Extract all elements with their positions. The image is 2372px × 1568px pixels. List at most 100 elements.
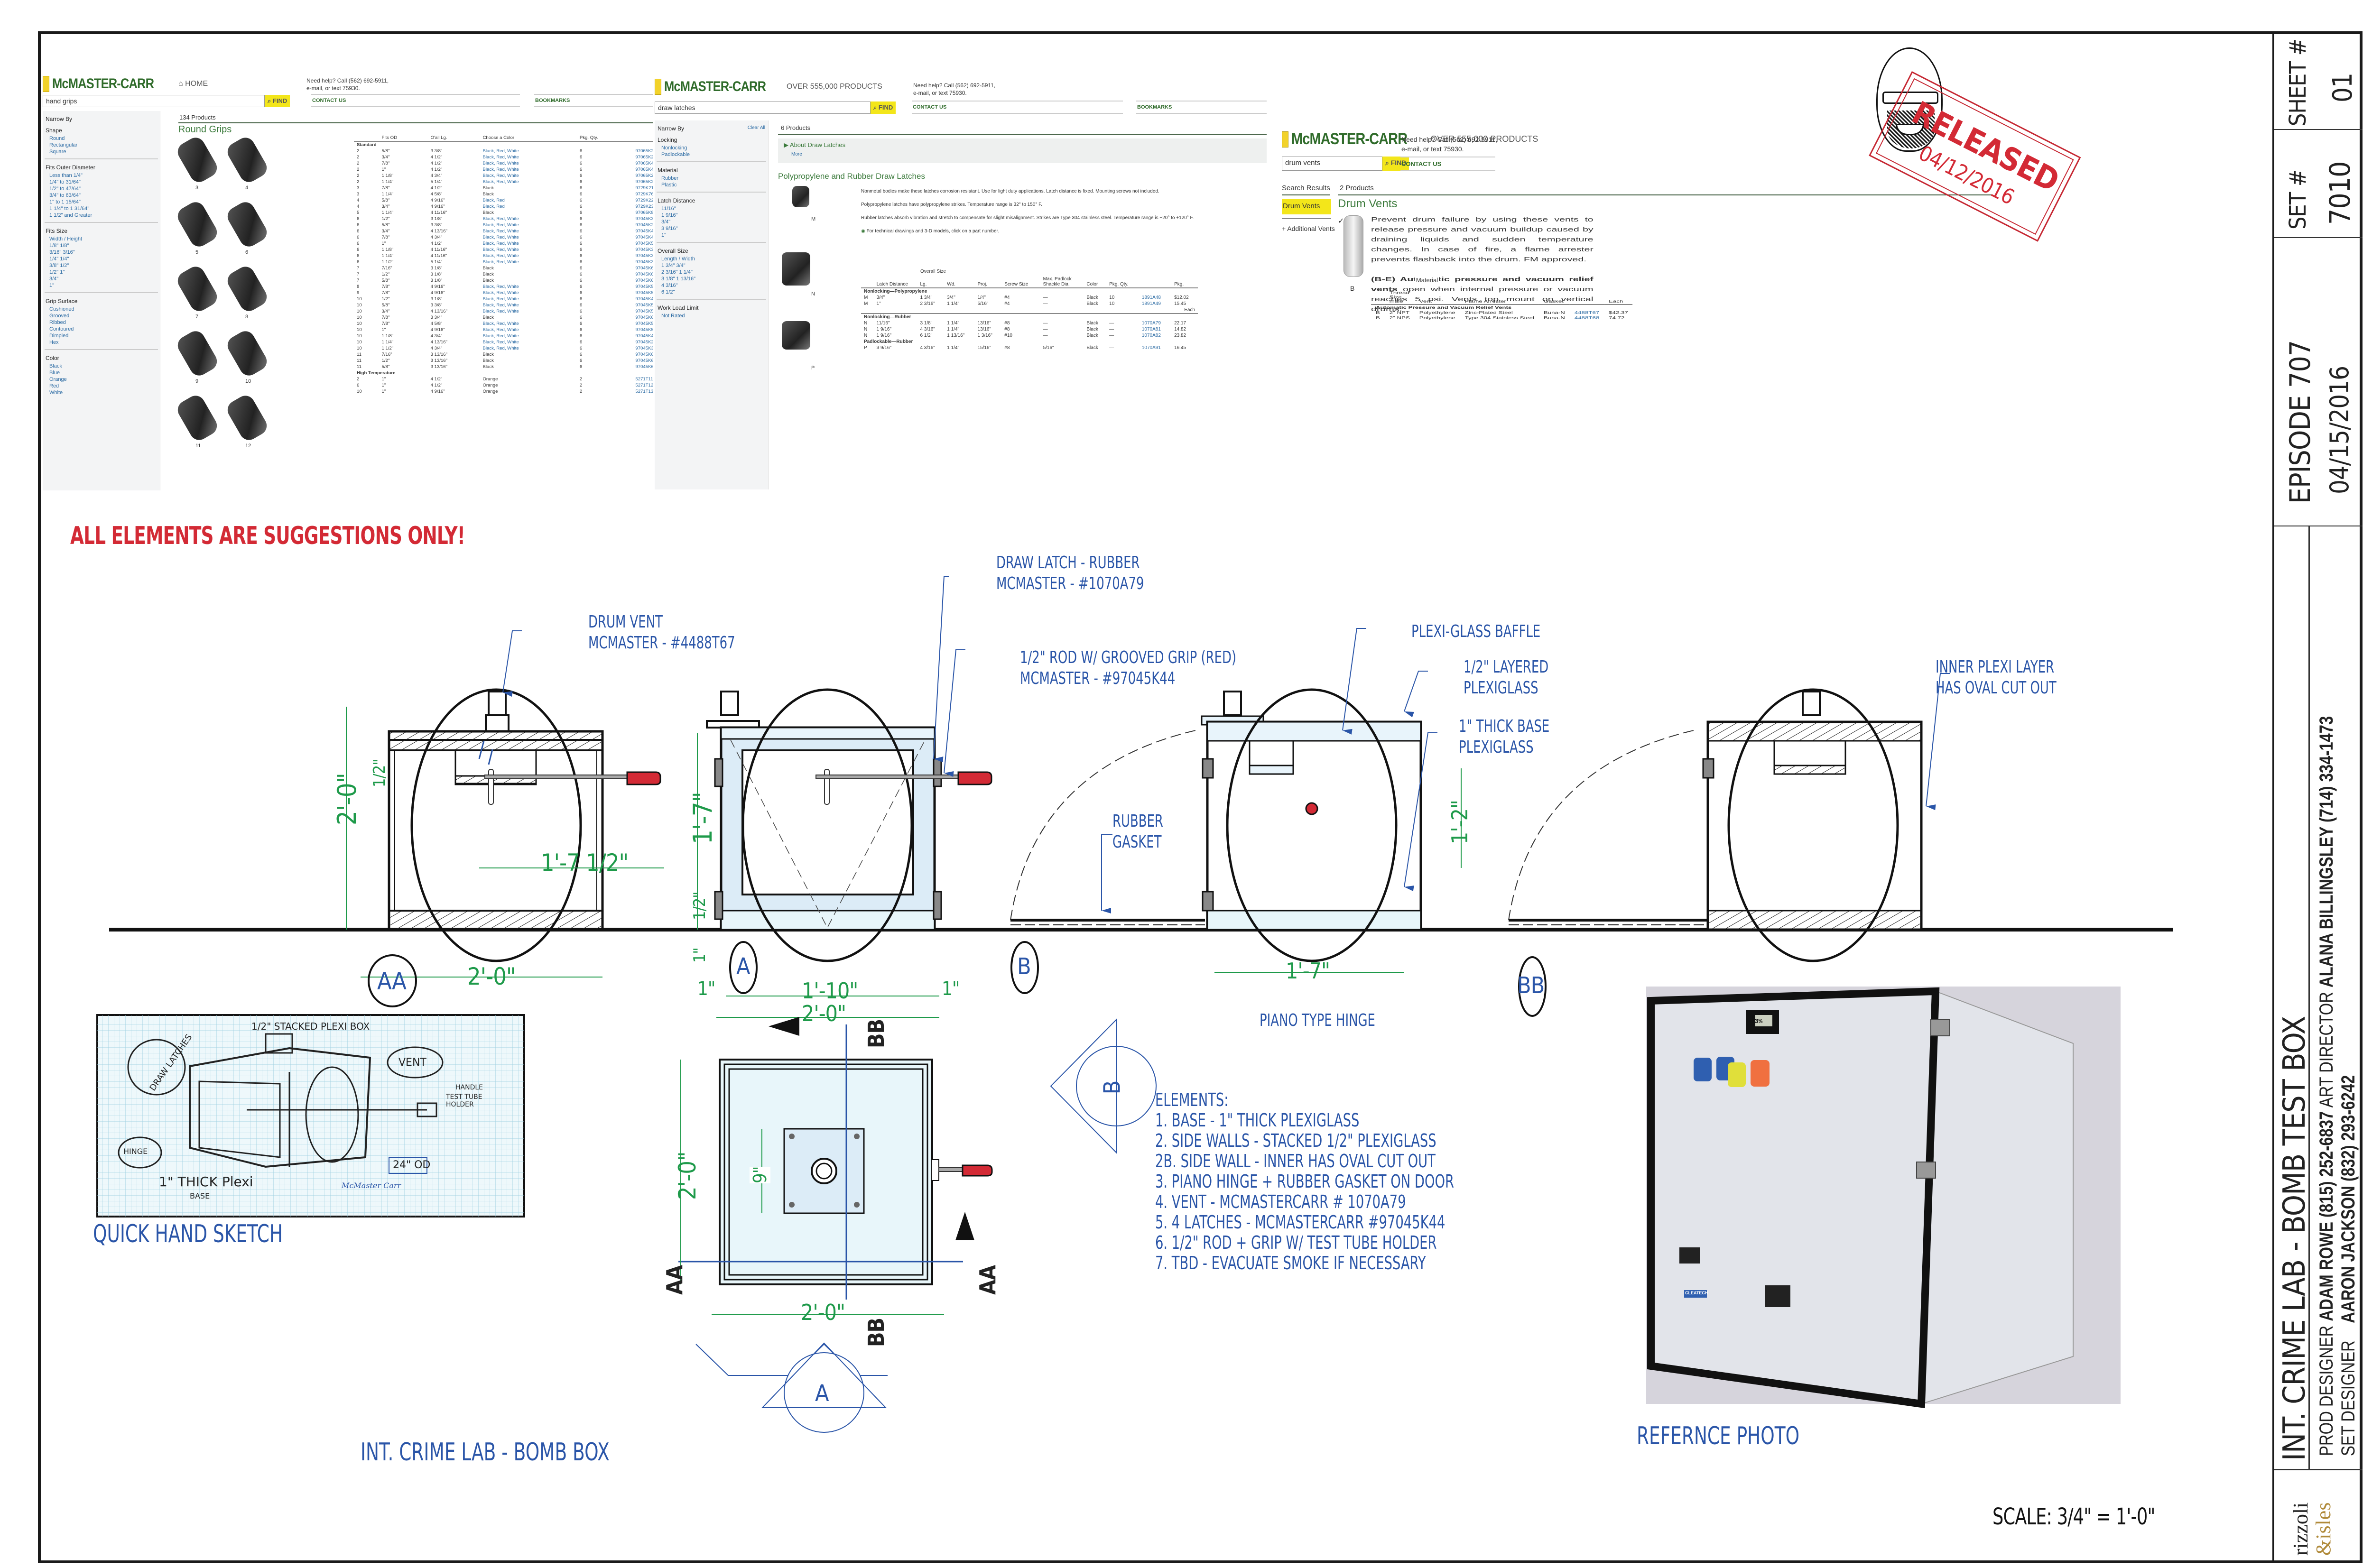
- table-cell[interactable]: Black, Red, White: [482, 284, 519, 289]
- part-number-link[interactable]: 97045K28: [635, 222, 653, 228]
- bookmarks-link[interactable]: BOOKMARKS: [1136, 101, 1267, 114]
- part-number-link[interactable]: 1070A81: [1141, 327, 1161, 332]
- table-cell[interactable]: Black, Red, White: [482, 155, 519, 160]
- table-cell[interactable]: Black, Red, White: [482, 327, 519, 332]
- part-number-link[interactable]: 97045K69: [635, 364, 653, 369]
- part-number-link[interactable]: 4488T68: [1574, 316, 1600, 320]
- part-number-link[interactable]: 1070A79: [1141, 321, 1161, 326]
- table-cell[interactable]: Black, Red, White: [482, 333, 519, 339]
- bookmarks-link[interactable]: BOOKMARKS: [534, 94, 653, 107]
- part-number-link[interactable]: 9729K22: [635, 198, 653, 203]
- part-number-link[interactable]: 97045K53: [635, 309, 653, 314]
- filter-option[interactable]: 1/8" 1/8": [49, 243, 69, 249]
- table-cell[interactable]: Black, Red: [482, 204, 505, 209]
- part-number-link[interactable]: 97045K54: [635, 321, 653, 326]
- part-number-link[interactable]: 1070A91: [1141, 345, 1161, 350]
- filter-option[interactable]: Hex: [49, 340, 59, 345]
- filter-option[interactable]: 1 3/4" 3/4": [661, 263, 686, 268]
- filter-option[interactable]: 3 9/16": [661, 226, 678, 231]
- part-number-link[interactable]: 97045K57: [635, 290, 653, 295]
- part-number-link[interactable]: 97045K44: [635, 296, 653, 302]
- filter-option[interactable]: 3/16" 3/16": [49, 249, 75, 255]
- clear-all-link[interactable]: Clear All: [747, 125, 765, 130]
- part-number-link[interactable]: 97045K66: [635, 278, 653, 283]
- contact-link[interactable]: CONTACT US: [912, 101, 1123, 114]
- filter-option[interactable]: 1": [49, 283, 55, 288]
- category-drum-vents[interactable]: Drum Vents: [1282, 199, 1331, 214]
- table-cell[interactable]: Black, Red, White: [482, 259, 519, 265]
- filter-option[interactable]: Contoured: [49, 326, 74, 332]
- table-cell[interactable]: Black, Red, White: [482, 303, 519, 308]
- table-cell[interactable]: Black, Red, White: [482, 309, 519, 314]
- filter-option[interactable]: 1/4" to 31/64": [49, 179, 81, 185]
- mcmaster-logo[interactable]: McMASTER-CARR ⌂ HOME: [43, 76, 208, 92]
- more-link[interactable]: More: [791, 152, 802, 157]
- filter-option[interactable]: Nonlocking: [661, 145, 687, 151]
- part-number-link[interactable]: 97045K49: [635, 235, 653, 240]
- part-number-link[interactable]: 97045K55: [635, 327, 653, 332]
- part-number-link[interactable]: 9729K23: [635, 204, 653, 209]
- table-cell[interactable]: Black, Red, White: [482, 161, 519, 166]
- table-cell[interactable]: Black, Red, White: [482, 229, 519, 234]
- table-cell[interactable]: Black, Red, White: [482, 167, 519, 172]
- find-button[interactable]: ⌕ FIND: [265, 95, 290, 107]
- table-cell[interactable]: Black, Red, White: [482, 235, 519, 240]
- filter-option[interactable]: 11/16": [661, 206, 676, 212]
- filter-option[interactable]: Cushioned: [49, 306, 74, 312]
- filter-option[interactable]: 3/4" to 63/64": [49, 193, 81, 198]
- part-number-link[interactable]: 97065K24: [635, 173, 653, 178]
- part-number-link[interactable]: 4488T67: [1574, 311, 1600, 315]
- filter-option[interactable]: Rubber: [661, 175, 679, 181]
- filter-option[interactable]: Square: [49, 149, 66, 155]
- part-number-link[interactable]: 5271T13: [635, 389, 653, 394]
- table-cell[interactable]: Black, Red, White: [482, 247, 519, 252]
- filter-option[interactable]: Blue: [49, 370, 60, 376]
- part-number-link[interactable]: 97045K64: [635, 266, 653, 271]
- filter-option[interactable]: 3 1/8" 1 13/16": [661, 276, 696, 282]
- part-number-link[interactable]: 97045K52: [635, 303, 653, 308]
- filter-option[interactable]: 1 1/4" to 1 31/64": [49, 206, 90, 212]
- table-cell[interactable]: Black, Red, White: [482, 321, 519, 326]
- table-cell[interactable]: Black, Red, White: [482, 216, 519, 221]
- filter-option[interactable]: Length / Width: [661, 256, 695, 262]
- filter-option[interactable]: Dimpled: [49, 333, 69, 339]
- filter-option[interactable]: 1 1/2" and Greater: [49, 212, 93, 218]
- filter-option[interactable]: 1" to 1 15/64": [49, 199, 81, 205]
- part-number-link[interactable]: 5271T11: [635, 377, 653, 382]
- contact-link[interactable]: CONTACT US: [1400, 157, 1495, 171]
- part-number-link[interactable]: 97045K29: [635, 340, 653, 345]
- filter-option[interactable]: Not Rated: [661, 313, 685, 319]
- search-input[interactable]: hand grips: [43, 95, 265, 107]
- contact-link[interactable]: CONTACT US: [311, 94, 520, 107]
- part-number-link[interactable]: 1891A49: [1141, 301, 1161, 306]
- table-cell[interactable]: Black, Red, White: [482, 290, 519, 295]
- part-number-link[interactable]: 97065K25: [635, 179, 653, 184]
- filter-option[interactable]: 1/2" 1": [49, 269, 65, 275]
- filter-option[interactable]: Black: [49, 363, 62, 369]
- filter-option[interactable]: Round: [49, 136, 65, 141]
- filter-option[interactable]: 1": [661, 232, 667, 238]
- table-cell[interactable]: Black, Red: [482, 198, 505, 203]
- additional-vents-link[interactable]: + Additional Vents: [1282, 225, 1335, 232]
- part-number-link[interactable]: 97065K44: [635, 167, 653, 172]
- filter-option[interactable]: 1/4" 1/4": [49, 256, 69, 262]
- part-number-link[interactable]: 1891A48: [1141, 295, 1161, 300]
- filter-option[interactable]: 3/4": [49, 276, 59, 282]
- filter-option[interactable]: 2 3/16" 1 1/4": [661, 269, 693, 275]
- filter-option[interactable]: Less than 1/4": [49, 173, 83, 178]
- mcmaster-logo[interactable]: McMASTER-CARR OVER 555,000 PRODUCTS: [1282, 130, 1538, 148]
- part-number-link[interactable]: 97045K48: [635, 229, 653, 234]
- filter-option[interactable]: 1 9/16": [661, 212, 678, 218]
- part-number-link[interactable]: 9729K76: [635, 192, 653, 197]
- part-number-link[interactable]: 97045K65: [635, 272, 653, 277]
- part-number-link[interactable]: 97045K34: [635, 259, 653, 265]
- filter-option[interactable]: Orange: [49, 377, 67, 382]
- mcmaster-logo[interactable]: McMASTER-CARR OVER 555,000 PRODUCTS: [655, 79, 882, 95]
